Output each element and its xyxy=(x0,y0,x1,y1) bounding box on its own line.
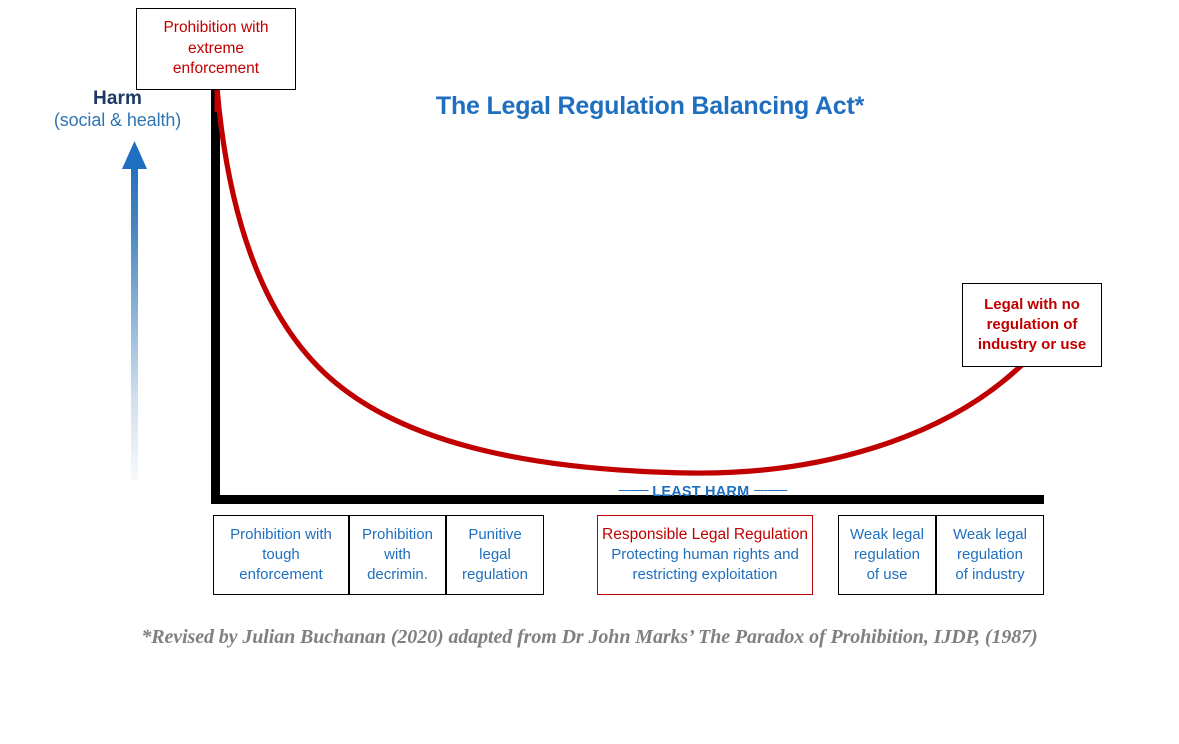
callout-prohibition-line2: extreme xyxy=(187,39,244,57)
callout-legal-line2: regulation of xyxy=(986,316,1078,334)
category-line: tough xyxy=(262,546,300,564)
category-line: Responsible Legal Regulation xyxy=(602,525,808,543)
category-line: regulation xyxy=(854,546,920,564)
category-box-punitive-legal-regulation: Punitive legal regulation xyxy=(446,515,544,595)
category-line: enforcement xyxy=(239,565,323,583)
citation-footnote: *Revised by Julian Buchanan (2020) adapt… xyxy=(141,626,1038,648)
callout-prohibition-line1: Prohibition with xyxy=(163,19,269,37)
callout-legal-line1: Legal with no xyxy=(984,296,1080,314)
category-line: Punitive xyxy=(468,526,522,544)
least-harm-annotation: --------- LEAST HARM ---------- xyxy=(595,482,810,500)
callout-legal-text: Legal with no regulation of industry or … xyxy=(978,295,1086,355)
category-line: regulation xyxy=(462,565,528,583)
y-axis-line xyxy=(211,86,220,504)
category-box-responsible-legal-regulation: Responsible Legal Regulation Protecting … xyxy=(597,515,813,595)
callout-legal-no-regulation: Legal with no regulation of industry or … xyxy=(962,283,1102,367)
category-line: of industry xyxy=(955,565,1025,583)
callout-prohibition-line3: enforcement xyxy=(172,60,260,78)
category-line: Weak legal xyxy=(953,526,1027,544)
category-line: Prohibition with xyxy=(230,526,332,544)
least-harm-dash-left: --------- xyxy=(618,482,649,497)
least-harm-dash-right: ---------- xyxy=(753,482,788,497)
category-box-weak-regulation-of-use: Weak legal regulation of use xyxy=(838,515,936,595)
category-box-prohibition-decriminalisation: Prohibition with decrimin. xyxy=(349,515,446,595)
callout-prohibition-extreme-enforcement: Prohibition with extreme enforcement xyxy=(136,8,296,90)
least-harm-label: LEAST HARM xyxy=(652,484,750,500)
harm-arrow-icon xyxy=(122,141,147,480)
category-box-weak-regulation-of-industry: Weak legal regulation of industry xyxy=(936,515,1044,595)
category-line: regulation xyxy=(957,546,1023,564)
category-line: of use xyxy=(866,565,908,583)
category-line: legal xyxy=(479,546,511,564)
callout-prohibition-text: Prohibition with extreme enforcement xyxy=(163,18,268,80)
category-line: Protecting human rights and xyxy=(611,546,799,564)
y-axis-label-sub: (social & health) xyxy=(53,110,182,131)
harm-curve xyxy=(214,85,1043,476)
category-line: with xyxy=(384,546,411,564)
category-box-prohibition-tough-enforcement: Prohibition with tough enforcement xyxy=(213,515,349,595)
chart-title: The Legal Regulation Balancing Act* xyxy=(435,92,865,120)
category-line: restricting exploitation xyxy=(632,566,778,584)
category-line: Prohibition xyxy=(362,526,433,544)
category-line: Weak legal xyxy=(850,526,924,544)
y-axis-label-main: Harm xyxy=(93,88,142,109)
y-axis-label: Harm (social & health) xyxy=(30,88,205,132)
callout-legal-line3: industry or use xyxy=(977,335,1087,353)
category-line: decrimin. xyxy=(367,565,428,583)
